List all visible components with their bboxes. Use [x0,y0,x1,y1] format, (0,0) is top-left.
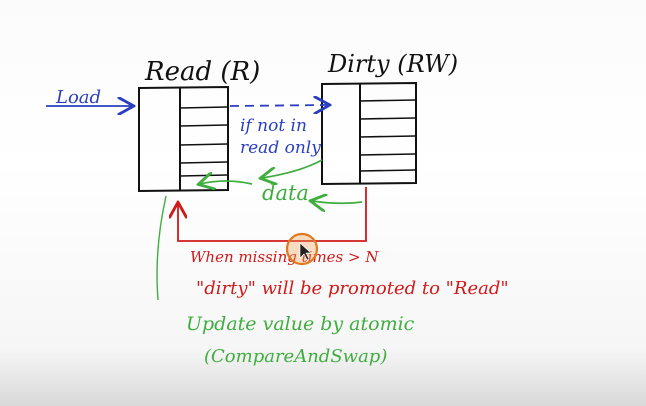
data-label: data [262,181,309,205]
data-return-arrow [312,201,363,203]
dirty-to-data-arrow [262,159,323,178]
read-map-box [138,85,229,193]
promotion-note-line1: When missing times > N [190,248,379,266]
update-bracket-line [156,195,167,301]
data-to-read-arrow [200,181,253,184]
dirty-map-box [321,81,417,186]
miss-note-line2: read only [240,138,321,158]
cursor-highlight-icon [285,232,319,266]
promotion-arrow [178,187,367,242]
miss-fallthrough-arrow [229,105,328,106]
update-note-line1: Update value by atomic [186,313,415,335]
dirty-map-title: Dirty (RW) [327,50,458,78]
promotion-note-line2: "dirty" will be promoted to "Read" [196,278,509,299]
load-label: Load [55,87,101,108]
update-note-line2: (CompareAndSwap) [204,346,387,367]
miss-note-line1: if not in [240,116,307,136]
read-map-title: Read (R) [144,57,260,87]
